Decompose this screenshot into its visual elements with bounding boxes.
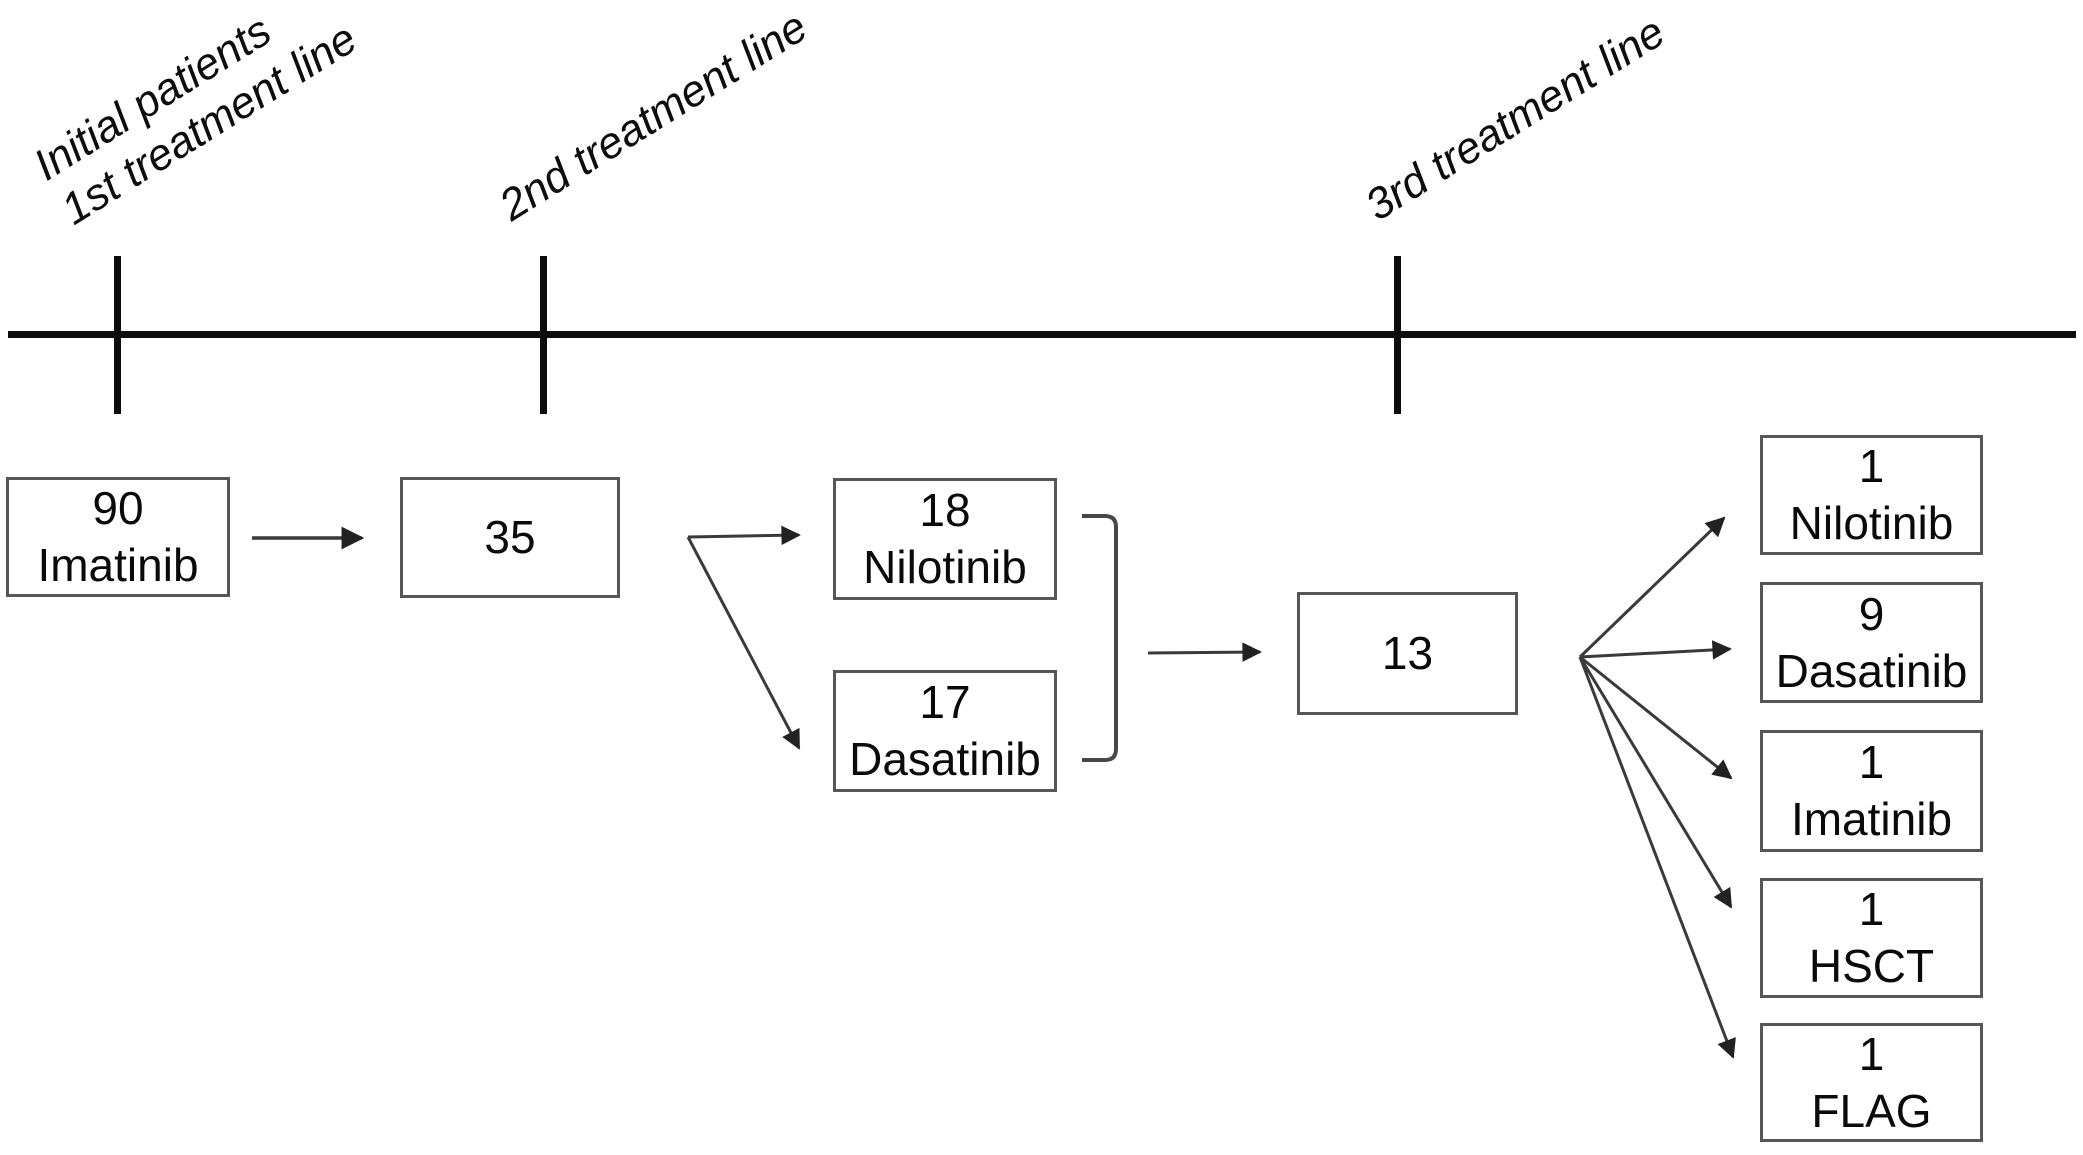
arrow-35-to-18 (687, 525, 801, 546)
box-label: FLAG (1811, 1084, 1932, 1137)
box-value: 90 (92, 482, 144, 534)
box-value: 1 (1858, 736, 1885, 788)
box-second-dasatinib: 17 Dasatinib (833, 670, 1057, 792)
box-second-nilotinib: 18 Nilotinib (833, 478, 1057, 600)
box-label: Imatinib (37, 539, 199, 591)
timeline-tick-2 (540, 256, 547, 414)
box-label: HSCT (1808, 940, 1935, 992)
box-label: Imatinib (1790, 793, 1953, 845)
box-label: Dasatinib (1775, 644, 1968, 697)
axis-label-second-line: 2nd treatment line (490, 1, 816, 232)
box-third-flag: 1 FLAG (1760, 1023, 1983, 1142)
box-third-imatinib: 1 Imatinib (1760, 730, 1983, 852)
box-value: 18 (919, 484, 971, 536)
box-third-dasatinib: 9 Dasatinib (1760, 582, 1983, 703)
timeline-tick-1 (114, 256, 121, 414)
box-value: 1 (1858, 440, 1885, 492)
timeline-tick-3 (1394, 256, 1401, 414)
box-value: 1 (1858, 883, 1885, 935)
box-third-line-total: 13 (1297, 592, 1518, 715)
arrow-13-to-imatinib (1579, 655, 1733, 780)
arrow-13-to-dasatinib (1579, 640, 1732, 660)
box-label: Nilotinib (1789, 497, 1954, 549)
box-second-line-total: 35 (400, 477, 620, 598)
box-value: 17 (919, 676, 971, 728)
box-value: 13 (1381, 627, 1434, 679)
arrow-bracket-to-13 (1147, 642, 1262, 662)
axis-label-third-line: 3rd treatment line (1356, 6, 1674, 232)
box-third-hsct: 1 HSCT (1760, 878, 1983, 998)
box-initial-imatinib: 90 Imatinib (6, 477, 230, 597)
arrow-13-to-hsct (1578, 656, 1733, 909)
bracket-second-line (1082, 514, 1118, 762)
box-value: 1 (1858, 1027, 1885, 1080)
box-value: 9 (1858, 587, 1885, 640)
box-label: Dasatinib (849, 733, 1041, 785)
axis-label-text: 3rd treatment line (1356, 7, 1674, 231)
box-label: Nilotinib (863, 541, 1027, 593)
axis-label-first-line: Initial patients 1st treatment line (25, 0, 366, 236)
arrow-13-to-flag (1578, 656, 1736, 1059)
timeline-axis (8, 331, 2076, 338)
box-third-nilotinib: 1 Nilotinib (1760, 435, 1983, 555)
arrow-13-to-nilotinib (1578, 516, 1726, 659)
axis-label-text: 2nd treatment line (490, 2, 816, 231)
box-value: 35 (484, 511, 536, 563)
arrow-35-to-17 (686, 536, 801, 750)
